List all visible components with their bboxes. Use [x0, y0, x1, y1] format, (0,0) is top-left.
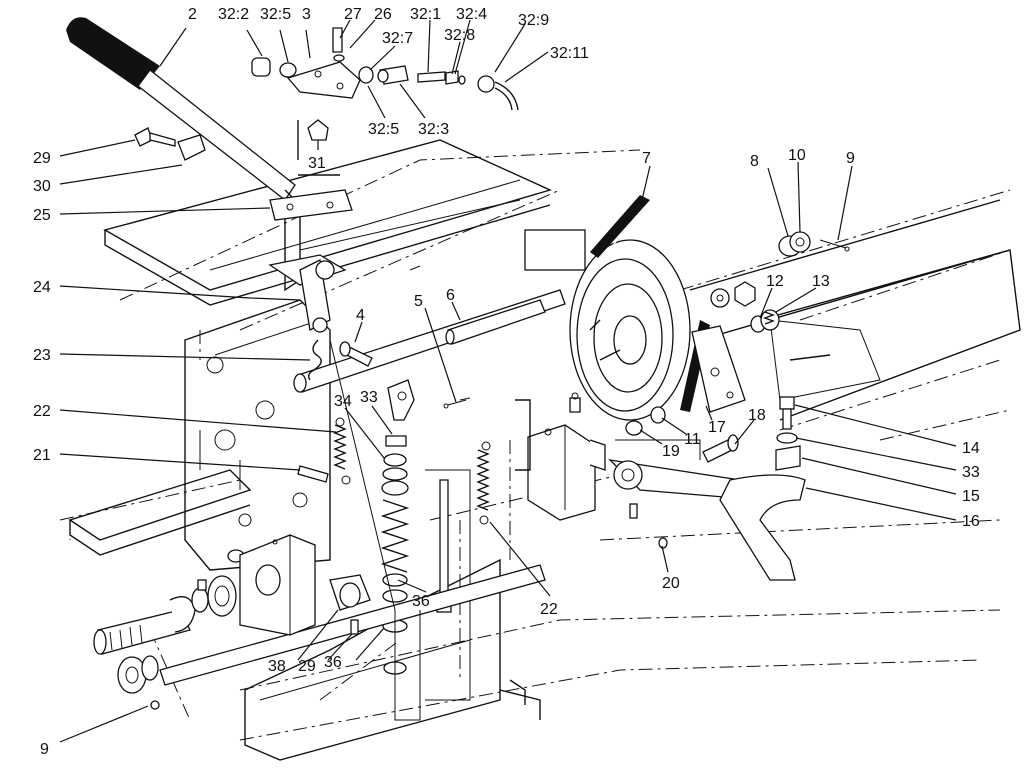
callout-4: 4: [356, 307, 365, 324]
callout-29b: 29: [298, 658, 316, 675]
pulley: [524, 229, 691, 421]
small-fittings: [150, 265, 668, 710]
callout-38: 38: [268, 658, 286, 675]
star-washer-and-nut: [710, 281, 756, 308]
callout-20: 20: [662, 575, 680, 592]
callout-17: 17: [708, 419, 726, 436]
callout-9: 9: [846, 150, 855, 167]
lever-38: [329, 574, 371, 635]
pin-21: [297, 465, 329, 483]
callout-25: 25: [33, 207, 51, 224]
callout-21: 21: [33, 447, 51, 464]
callout-36: 36: [412, 593, 430, 610]
callout-32-7: 32:7: [382, 30, 413, 47]
bolt-14-stack: [775, 396, 801, 471]
callout-3: 3: [302, 6, 311, 23]
callout-7: 7: [642, 150, 651, 167]
bolt-29-and-bracket-30: [134, 127, 206, 161]
callout-24: 24: [33, 279, 51, 296]
callout-32-11: 32:11: [550, 45, 589, 62]
callout-32-9: 32:9: [518, 12, 549, 29]
bolt-18: [625, 406, 739, 463]
cable-assembly-32: [251, 27, 519, 111]
callout-31: 31: [308, 155, 326, 172]
rod-6: [445, 299, 546, 345]
callout-19: 19: [662, 443, 680, 460]
callout-22: 22: [33, 403, 51, 420]
callout-15: 15: [962, 488, 980, 505]
spring-22-right: [476, 441, 491, 525]
callout-34: 34: [334, 393, 352, 410]
callout-13: 13: [812, 273, 830, 290]
callout-27: 27: [344, 6, 362, 23]
left-housing: [184, 299, 331, 571]
nut-31: [297, 119, 340, 176]
spring-22-left: [333, 417, 351, 485]
callout-14: 14: [962, 440, 980, 457]
long-rod: [425, 469, 471, 701]
callout-9b: 9: [40, 741, 49, 758]
callout-32-1: 32:1: [410, 6, 441, 23]
callout-5: 5: [414, 293, 423, 310]
callout-12: 12: [766, 273, 784, 290]
pin-5: [443, 399, 467, 409]
spring-hook-23: [307, 339, 322, 381]
bearing-block: [515, 399, 606, 521]
callout-32-8: 32:8: [444, 27, 475, 44]
callout-6: 6: [446, 287, 455, 304]
idler-bracket-17: [691, 325, 746, 413]
callout-10: 10: [788, 147, 806, 164]
reference-lines: [329, 339, 701, 721]
callout-29: 29: [33, 150, 51, 167]
callout-36b: 36: [324, 654, 342, 671]
hand-lever: [66, 17, 353, 333]
callout-32-2: 32:2: [218, 6, 249, 23]
callout-32-3: 32:3: [418, 121, 449, 138]
leader-lines: [59, 19, 957, 743]
callout-32-5b: 32:5: [368, 121, 399, 138]
lower-channel: [68, 469, 252, 556]
callout-11: 11: [684, 431, 701, 448]
callout-8: 8: [750, 153, 759, 170]
callout-23: 23: [33, 347, 51, 364]
callout-2: 2: [188, 6, 197, 23]
callout-32-4: 32:4: [456, 6, 487, 23]
callout-18: 18: [748, 407, 766, 424]
arm-16: [608, 459, 806, 581]
callout-22b: 22: [540, 601, 558, 618]
bushing-12-13: [750, 309, 780, 333]
pin-4: [339, 341, 373, 367]
callout-33: 33: [360, 389, 378, 406]
splined-shaft: [93, 549, 245, 655]
upper-channel: [103, 139, 553, 306]
callout-33b: 33: [962, 464, 980, 481]
clevis-33: [385, 379, 415, 447]
callout-labels: 2 32:2 32:5 3 27 26 32:1 32:4 32:9 32:7 …: [33, 6, 980, 758]
callout-26: 26: [374, 6, 392, 23]
callout-30: 30: [33, 178, 51, 195]
callout-32-5: 32:5: [260, 6, 291, 23]
callout-16: 16: [962, 513, 980, 530]
left-block-38: [239, 534, 316, 636]
